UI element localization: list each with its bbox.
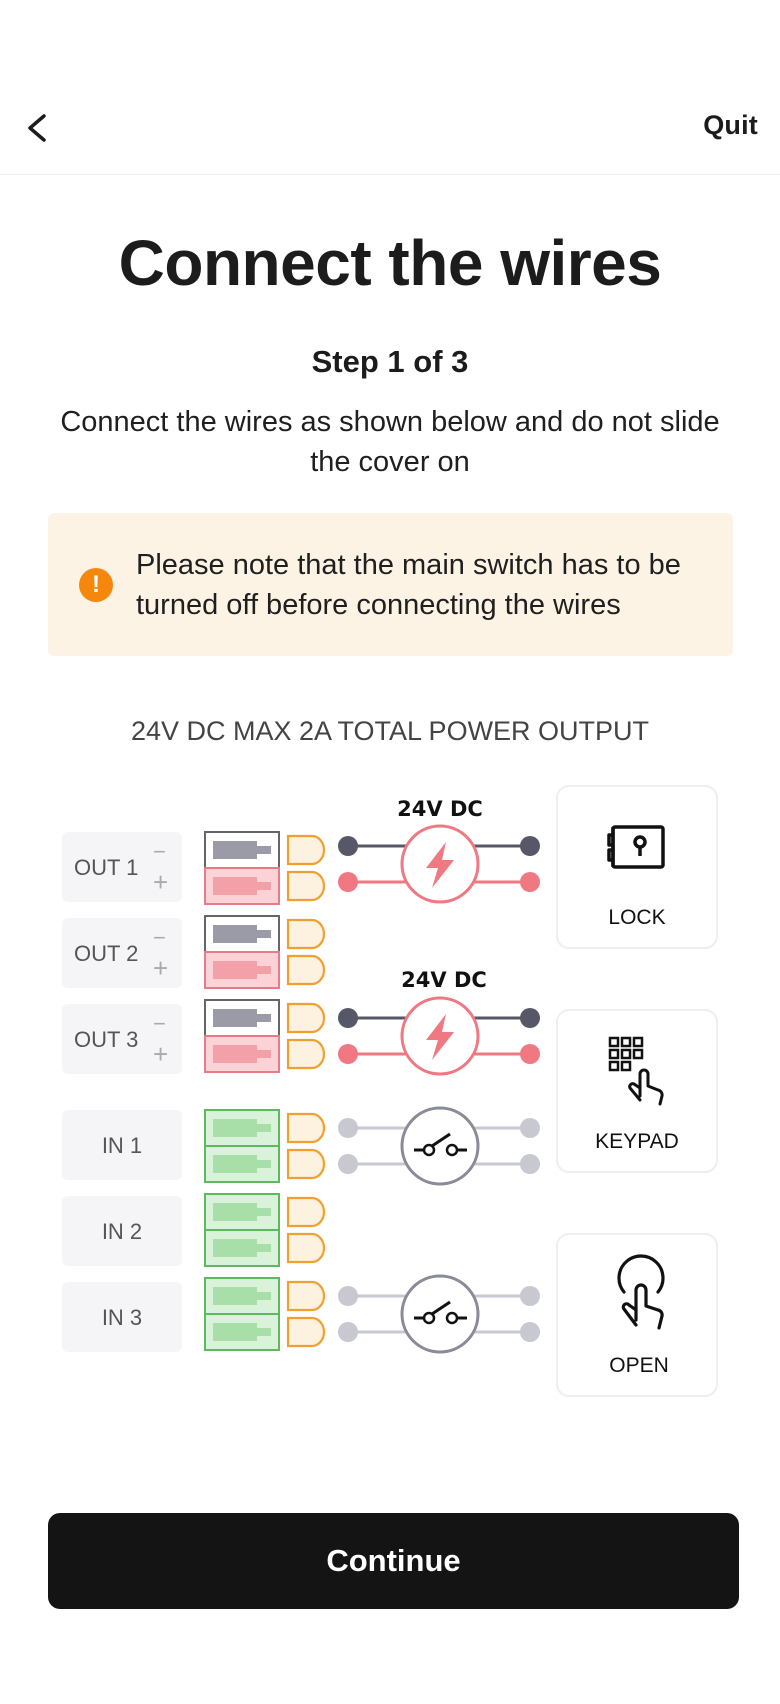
terminal-out-1: OUT 1 − + [62,832,182,902]
instruction-text: Connect the wires as shown below and do … [60,406,720,478]
tap-icon [617,1254,665,1330]
lightning-bolt-icon [426,842,454,888]
plus-sign: + [153,867,168,897]
power-source-1: 24V DC [338,797,540,904]
terminal-in-1: IN 1 [62,1110,182,1180]
terminal-label: IN 3 [102,1305,142,1330]
switch-1 [338,1106,540,1186]
top-bar: Quit [0,0,780,175]
switch-icon [414,1300,467,1325]
terminal-label: IN 1 [102,1133,142,1158]
terminal-in-2: IN 2 [62,1196,182,1266]
power-source-2: 24V DC [338,968,540,1076]
page-title: Connect the wires [118,227,662,299]
plus-sign: + [153,1039,168,1069]
device-card-keypad: KEYPAD [556,1009,718,1173]
switch-2 [338,1274,540,1354]
switch-icon [414,1132,467,1157]
terminal-label: IN 2 [102,1219,142,1244]
quit-button[interactable]: Quit [703,110,758,140]
power-source-label: 24V DC [397,797,483,821]
power-output-label: 24V DC MAX 2A TOTAL POWER OUTPUT [130,716,650,746]
minus-sign: − [153,839,166,864]
device-card-open: OPEN [556,1233,718,1397]
connector-caps [286,834,326,1348]
step-indicator: Step 1 of 3 [311,344,469,379]
device-label: LOCK [608,906,665,929]
chevron-left-icon [28,114,46,142]
back-button[interactable] [18,104,62,152]
terminal-out-3: OUT 3 − + [62,1004,182,1074]
terminal-out-2: OUT 2 − + [62,918,182,988]
keypad-icon [608,1036,664,1106]
minus-sign: − [153,925,166,950]
minus-sign: − [153,1011,166,1036]
device-label: OPEN [609,1354,669,1377]
power-source-label: 24V DC [401,968,487,992]
terminal-label: OUT 1 [74,855,138,880]
warning-text: Please note that the main switch has to … [136,549,681,621]
exclamation-icon: ! [79,568,113,602]
device-card-lock: LOCK [556,785,718,949]
terminal-label: OUT 3 [74,1027,138,1052]
wiring-diagram: OUT 1 − + OUT 2 − + OUT 3 − + IN 1 IN 2 … [62,785,718,1397]
lightning-bolt-icon [426,1014,454,1060]
continue-button[interactable]: Continue [48,1513,739,1609]
device-label: KEYPAD [595,1130,679,1153]
lock-icon [607,825,665,869]
plug-column [204,831,280,1351]
plus-sign: + [153,953,168,983]
terminal-label: OUT 2 [74,941,138,966]
warning-banner: ! Please note that the main switch has t… [48,513,733,656]
terminal-in-3: IN 3 [62,1282,182,1352]
